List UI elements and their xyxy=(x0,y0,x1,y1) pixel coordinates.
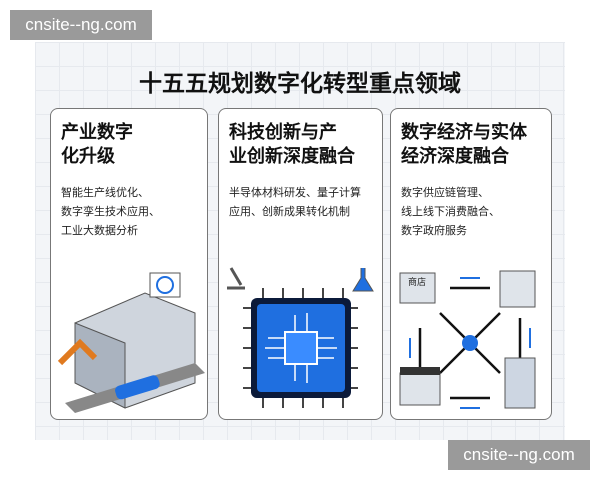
smart-factory-icon xyxy=(57,272,205,413)
chip-icon xyxy=(227,267,374,408)
card-text: 应用、创新成果转化机制 xyxy=(229,205,350,218)
card-text: 工业大数据分析 xyxy=(61,224,138,237)
card-heading: 数字经济与实体 xyxy=(401,122,527,143)
card-text: 数字政府服务 xyxy=(401,224,467,237)
card-text: 智能生产线优化、 xyxy=(61,186,149,199)
card-heading: 业创新深度融合 xyxy=(229,146,355,167)
watermark-top: cnsite--ng.com xyxy=(10,10,152,40)
card-heading: 科技创新与产 xyxy=(229,122,337,143)
card-text: 数字孪生技术应用、 xyxy=(61,205,160,218)
card-tech: 科技创新与产业创新深度融合 半导体材料研发、量子计算应用、创新成果转化机制 xyxy=(218,108,383,420)
card-text: 数字供应链管理、 xyxy=(401,186,489,199)
card-industry: 产业数字化升级 智能生产线优化、数字孪生技术应用、工业大数据分析 xyxy=(50,108,208,420)
network-cycle-icon: 商店 xyxy=(399,270,536,409)
card-text: 线上线下消费融合、 xyxy=(401,205,500,218)
shop-sign: 商店 xyxy=(408,276,426,288)
page-title: 十五五规划数字化转型重点领域 xyxy=(139,71,461,97)
infographic: 十五五规划数字化转型重点领域 产业数字化升级 智能生产线优化、数字孪生技术应用、… xyxy=(35,42,565,440)
card-heading: 化升级 xyxy=(61,146,115,167)
card-economy: 数字经济与实体经济深度融合 数字供应链管理、线上线下消费融合、数字政府服务 商店 xyxy=(390,108,552,420)
card-heading: 产业数字 xyxy=(61,122,133,143)
card-text: 半导体材料研发、量子计算 xyxy=(229,186,361,199)
watermark-bottom: cnsite--ng.com xyxy=(448,440,590,470)
card-heading: 经济深度融合 xyxy=(401,146,509,167)
